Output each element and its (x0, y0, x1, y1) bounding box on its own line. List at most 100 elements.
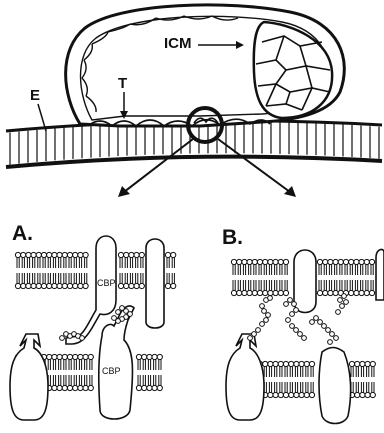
sugar-residue (260, 322, 265, 327)
phospholipid (41, 252, 46, 268)
zoom-arrowhead-right (284, 186, 296, 197)
phospholipid (134, 252, 139, 268)
phospholipid (47, 354, 52, 370)
sugar-residue (288, 298, 293, 303)
phospholipid (62, 375, 67, 391)
phospholipid (26, 273, 31, 289)
phospholipid (73, 273, 78, 289)
sugar-residue (338, 298, 343, 303)
t-label: T (118, 75, 127, 92)
sugar-residue (290, 312, 295, 317)
phospholipid (47, 252, 52, 268)
phospholipid (57, 354, 62, 370)
phospholipid (78, 273, 83, 289)
panel-b-letter: B. (222, 226, 243, 249)
phospholipid (165, 252, 170, 268)
phospholipid (317, 259, 322, 275)
phospholipid (231, 259, 236, 275)
phospholipid (21, 273, 26, 289)
phospholipid (283, 361, 288, 377)
blastocyst-region: ICM E T (6, 5, 382, 197)
phospholipid (67, 375, 72, 391)
phospholipid (41, 273, 46, 289)
phospholipid (118, 273, 123, 289)
phospholipid (36, 252, 41, 268)
sugar-residue (340, 304, 345, 309)
sugar-residue (268, 296, 273, 301)
phospholipid (333, 259, 338, 275)
sugar-residue (310, 320, 315, 325)
phospholipid (165, 273, 170, 289)
phospholipid (349, 259, 354, 275)
sugar-residue (342, 294, 347, 299)
phospholipid (257, 259, 262, 275)
phospholipid (268, 361, 273, 377)
phospholipid (278, 382, 283, 398)
panel-b-edge-protein (376, 250, 384, 300)
phospholipid (62, 252, 67, 268)
phospholipid (338, 259, 343, 275)
phospholipid (124, 273, 129, 289)
phospholipid (289, 382, 294, 398)
icm-label: ICM (164, 35, 192, 52)
phospholipid (242, 280, 247, 296)
phospholipid (62, 273, 67, 289)
phospholipid (273, 382, 278, 398)
phospholipid (83, 252, 88, 268)
phospholipid (67, 252, 72, 268)
sugar-residue (298, 332, 303, 337)
phospholipid (354, 280, 359, 296)
phospholipid (237, 259, 242, 275)
epithelium-layer (6, 121, 382, 167)
phospholipid (364, 259, 369, 275)
phospholipid (73, 375, 78, 391)
phospholipid (83, 273, 88, 289)
sugar-residue (294, 328, 299, 333)
phospholipid (257, 280, 262, 296)
sugar-residue (294, 308, 299, 313)
phospholipid (364, 280, 369, 296)
phospholipid (142, 354, 147, 370)
sugar-residue (262, 309, 267, 314)
phospholipid (273, 361, 278, 377)
sugar-residue (284, 302, 289, 307)
phospholipid (247, 259, 252, 275)
phospholipid (147, 375, 152, 391)
phospholipid (304, 382, 309, 398)
phospholipid (36, 273, 41, 289)
phospholipid (359, 280, 364, 296)
phospholipid (231, 280, 236, 296)
phospholipid (124, 252, 129, 268)
sugar-residue (326, 328, 331, 333)
phospholipid (309, 382, 314, 398)
phospholipid (15, 273, 20, 289)
panel-a-cbp-label-1: CBP (97, 278, 116, 288)
phospholipid (52, 354, 57, 370)
phospholipid (139, 273, 144, 289)
sugar-residue (314, 316, 319, 321)
phospholipid (365, 382, 370, 398)
phospholipid (83, 375, 88, 391)
phospholipid (252, 259, 257, 275)
phospholipid (304, 361, 309, 377)
phospholipid (360, 382, 365, 398)
phospholipid (57, 273, 62, 289)
phospholipid (268, 259, 273, 275)
phospholipid (323, 280, 328, 296)
sugar-residue (116, 310, 121, 315)
phospholipid (73, 252, 78, 268)
sugar-residue (318, 320, 323, 325)
phospholipid (268, 382, 273, 398)
phospholipid (129, 252, 134, 268)
phospholipid (273, 259, 278, 275)
panel-b-lower-left-protein (226, 334, 264, 420)
phospholipid (136, 375, 141, 391)
sugar-residue (344, 300, 349, 305)
phospholipid (129, 273, 134, 289)
sugar-residue (60, 336, 65, 341)
sugar-residue (252, 332, 257, 337)
sugar-residue (334, 336, 339, 341)
phospholipid (359, 259, 364, 275)
sugar-residue (286, 318, 291, 323)
phospholipid (283, 280, 288, 296)
